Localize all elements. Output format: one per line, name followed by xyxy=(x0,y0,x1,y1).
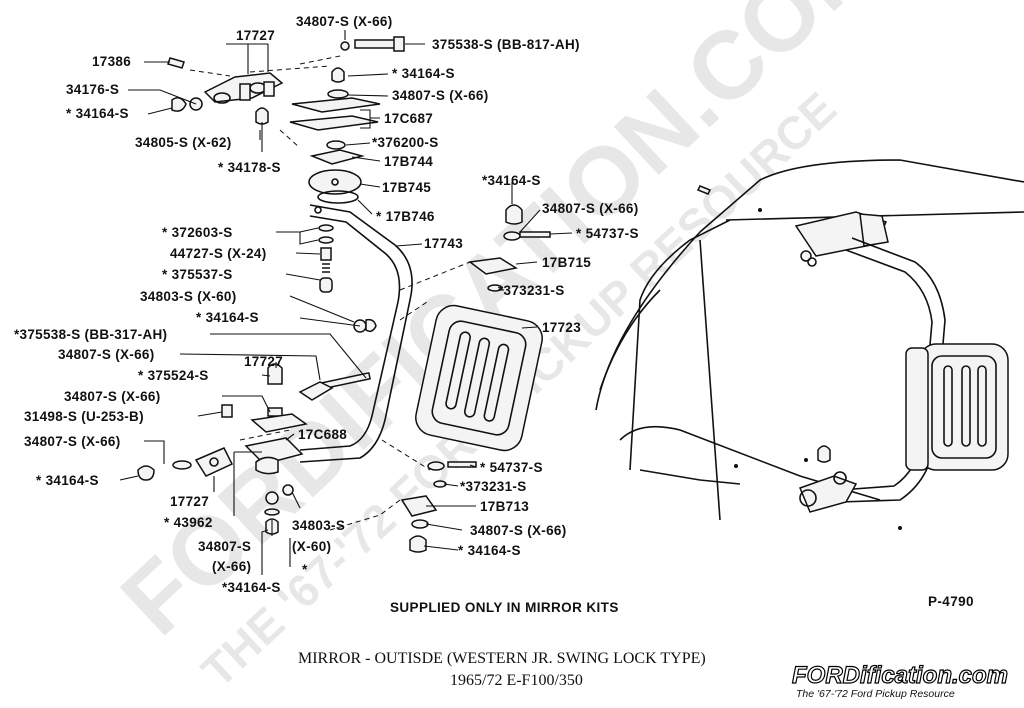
part-label: * 34164-S xyxy=(458,543,521,558)
part-label: 17727 xyxy=(244,354,283,369)
part-label: 31498-S (U-253-B) xyxy=(24,409,144,424)
part-label: * 34164-S xyxy=(392,66,455,81)
part-label: * 54737-S xyxy=(576,226,639,241)
part-label: 17B713 xyxy=(480,499,529,514)
part-label: 34807-S (X-66) xyxy=(58,347,155,362)
exploded-parts xyxy=(137,36,551,553)
part-label: * 372603-S xyxy=(162,225,233,240)
part-label: * 54737-S xyxy=(480,460,543,475)
part-label: *373231-S xyxy=(498,283,565,298)
part-label: 34807-S (X-66) xyxy=(470,523,567,538)
part-label: 34803-S (X-60) xyxy=(140,289,237,304)
part-label: 17386 xyxy=(92,54,131,69)
part-label: 34807-S (X-66) xyxy=(64,389,161,404)
part-label: *373231-S xyxy=(460,479,527,494)
part-label: 17723 xyxy=(542,320,581,335)
part-label: * 34164-S xyxy=(66,106,129,121)
site-logo: FORDification.com The '67-'72 Ford Picku… xyxy=(791,661,1008,700)
part-label: *34164-S xyxy=(482,173,541,188)
part-label: 17727 xyxy=(236,28,275,43)
part-label: * 17B746 xyxy=(376,209,435,224)
part-label: (X-60) xyxy=(292,539,331,554)
part-label: * xyxy=(302,562,308,577)
part-label: 34807-S (X-66) xyxy=(542,201,639,216)
part-label: 44727-S (X-24) xyxy=(170,246,267,261)
part-label: 34807-S xyxy=(198,539,251,554)
part-label: 17C687 xyxy=(384,111,433,126)
part-label: 17743 xyxy=(424,236,463,251)
part-label: 34803-S xyxy=(292,518,345,533)
part-label: * 375524-S xyxy=(138,368,209,383)
part-label: 375538-S (BB-817-AH) xyxy=(432,37,580,52)
part-label: * 34164-S xyxy=(196,310,259,325)
logo-tagline: The '67-'72 Ford Pickup Resource xyxy=(796,688,955,700)
leader-lines xyxy=(119,30,573,575)
part-label: 34807-S (X-66) xyxy=(392,88,489,103)
mirror-head-17723 xyxy=(415,304,543,452)
part-label: 17C688 xyxy=(298,427,347,442)
part-label: 34805-S (X-62) xyxy=(135,135,232,150)
part-label: * 34164-S xyxy=(36,473,99,488)
assembled-view xyxy=(595,159,1024,530)
bolt-375538 xyxy=(340,36,405,52)
part-label: (X-66) xyxy=(212,559,251,574)
arm-17743 xyxy=(299,204,413,463)
part-label: 17B744 xyxy=(384,154,433,169)
part-label: 34807-S (X-66) xyxy=(24,434,121,449)
part-label: * 43962 xyxy=(164,515,213,530)
part-label: 34807-S (X-66) xyxy=(296,14,393,29)
part-label: * 375537-S xyxy=(162,267,233,282)
part-label: *375538-S (BB-317-AH) xyxy=(14,327,167,342)
caption-subtitle: 1965/72 E-F100/350 xyxy=(450,672,583,689)
kit-note: SUPPLIED ONLY IN MIRROR KITS xyxy=(390,600,619,615)
part-labels: 34807-S (X-66) 375538-S (BB-817-AH) 1772… xyxy=(14,14,639,595)
part-label: * 34178-S xyxy=(218,160,281,175)
caption-title: MIRROR - OUTISDE (WESTERN JR. SWING LOCK… xyxy=(298,650,706,667)
logo-name: FORDification.com xyxy=(792,662,1008,689)
bracket-17727-top xyxy=(203,72,284,104)
figure-id: P-4790 xyxy=(928,594,974,609)
part-label: 34176-S xyxy=(66,82,119,97)
part-label: 17B745 xyxy=(382,180,431,195)
part-label: 17B715 xyxy=(542,255,591,270)
part-label: *34164-S xyxy=(222,580,281,595)
part-label: 17727 xyxy=(170,494,209,509)
part-label: *376200-S xyxy=(372,135,439,150)
